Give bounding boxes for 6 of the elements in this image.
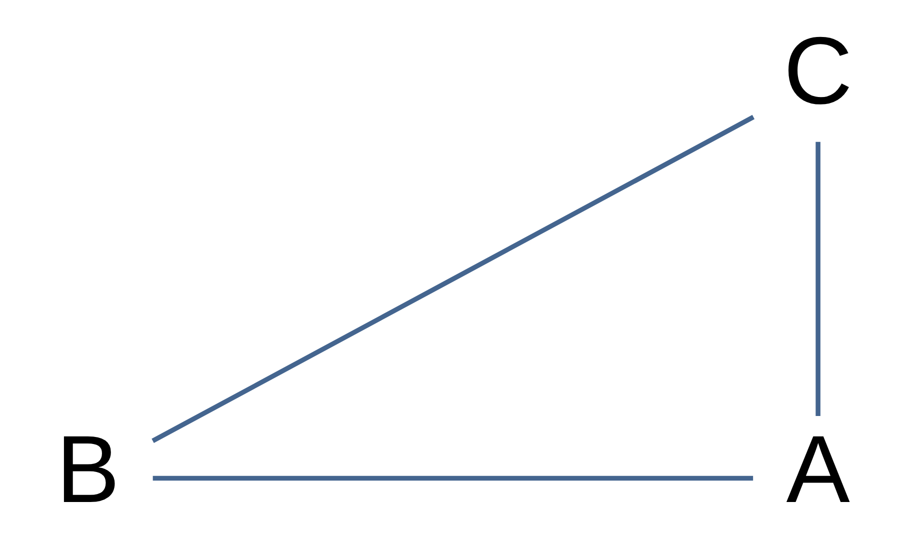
node-text: C xyxy=(784,18,852,125)
node-text: B xyxy=(56,417,120,524)
connector xyxy=(152,114,755,443)
node-text: A xyxy=(786,417,850,524)
connector xyxy=(152,476,754,481)
connector xyxy=(816,142,820,416)
